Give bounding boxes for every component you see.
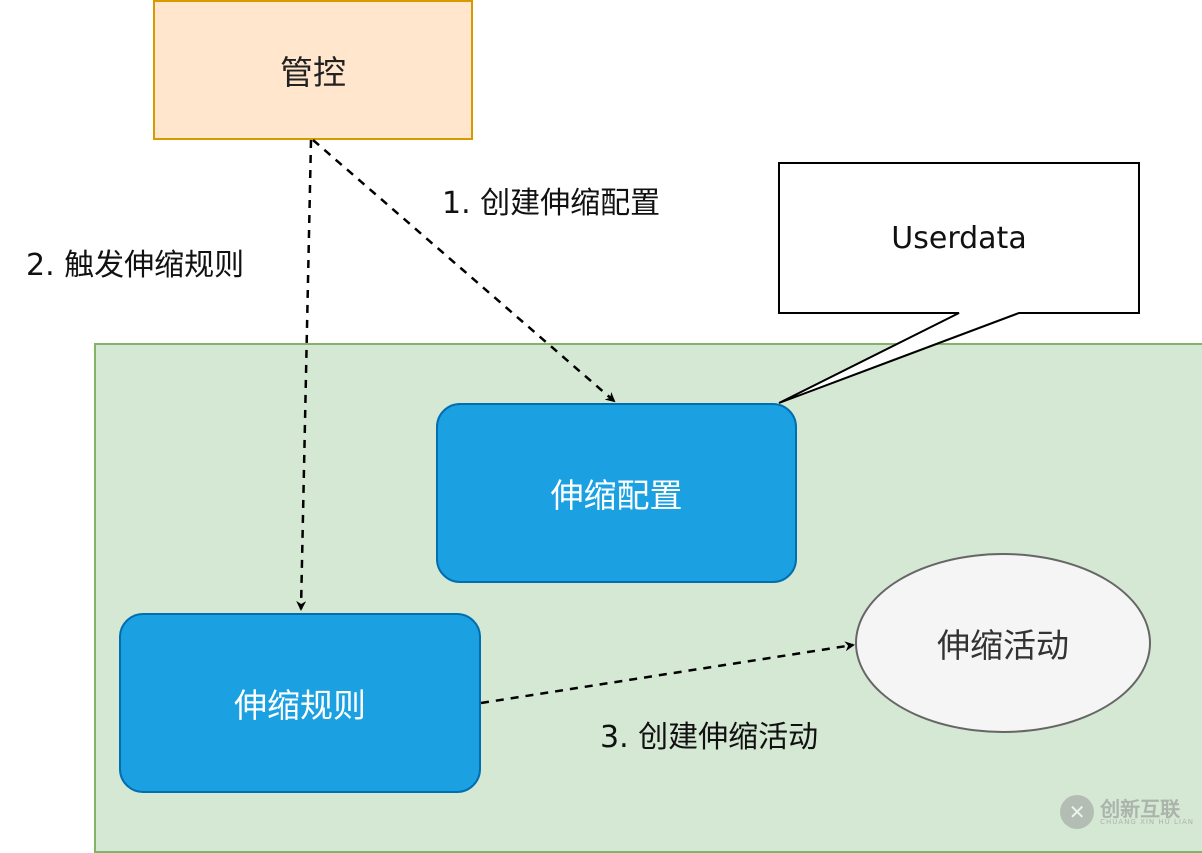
control-node[interactable]: 管控 bbox=[153, 0, 473, 140]
scaling-activity-node[interactable]: 伸缩活动 bbox=[855, 553, 1151, 733]
scaling-activity-label: 伸缩活动 bbox=[937, 626, 1069, 665]
control-node-label: 管控 bbox=[280, 53, 346, 92]
step3-label: 3. 创建伸缩活动 bbox=[600, 720, 819, 755]
step2-label: 2. 触发伸缩规则 bbox=[26, 248, 245, 283]
watermark-subtitle: CHUANG XIN HU LIAN bbox=[1100, 817, 1194, 826]
scaling-config-label: 伸缩配置 bbox=[550, 476, 683, 515]
watermark-logo-icon: ✕ bbox=[1060, 795, 1095, 829]
step1-label: 1. 创建伸缩配置 bbox=[442, 186, 661, 221]
watermark: ✕ 创新互联 CHUANG XIN HU LIAN bbox=[1060, 792, 1194, 832]
watermark-name: 创新互联 bbox=[1100, 796, 1181, 821]
userdata-node[interactable]: Userdata bbox=[779, 163, 1139, 313]
userdata-label: Userdata bbox=[891, 220, 1027, 256]
scaling-rule-label: 伸缩规则 bbox=[234, 686, 366, 725]
scaling-rule-node[interactable]: 伸缩规则 bbox=[119, 613, 481, 793]
scaling-config-node[interactable]: 伸缩配置 bbox=[436, 403, 797, 583]
